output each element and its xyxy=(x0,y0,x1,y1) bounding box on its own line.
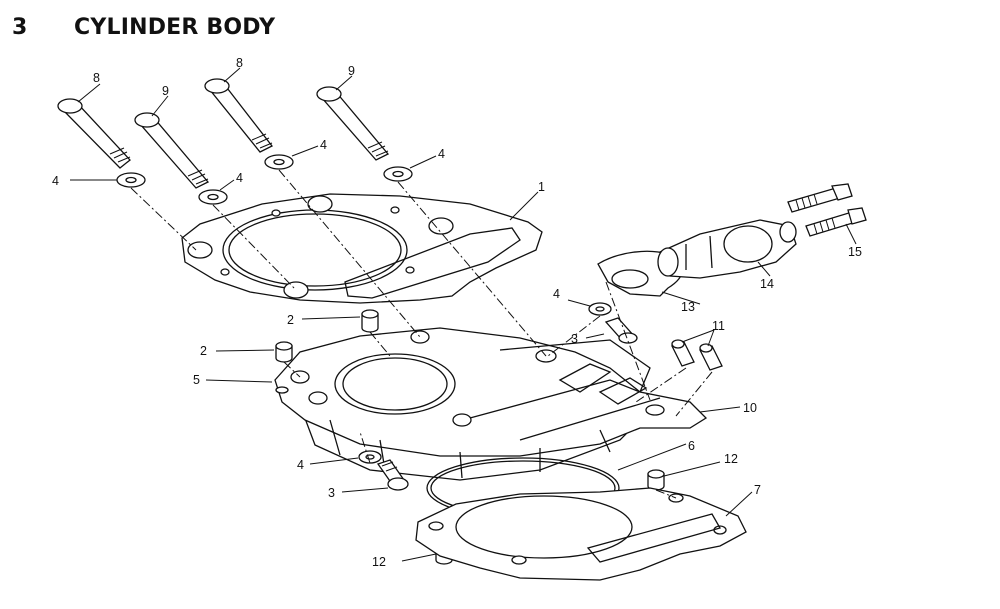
callout-9b: 9 xyxy=(348,64,355,78)
leader-lines xyxy=(70,67,857,562)
callout-4b: 4 xyxy=(236,171,243,185)
callout-3b: 3 xyxy=(328,486,335,500)
bolt-11b xyxy=(699,343,723,371)
callout-11: 11 xyxy=(712,319,725,333)
dowel-2-left xyxy=(275,341,293,363)
bolt-11a xyxy=(671,339,695,367)
callout-2b: 2 xyxy=(200,344,207,358)
callout-8b: 8 xyxy=(236,56,243,70)
washers-upper xyxy=(116,154,413,205)
callout-1: 1 xyxy=(538,180,545,194)
callout-2a: 2 xyxy=(287,313,294,327)
head-gasket xyxy=(181,193,543,304)
page-header: 3 CYLINDER BODY xyxy=(12,10,275,44)
callout-8a: 8 xyxy=(93,71,100,85)
callout-15: 15 xyxy=(848,245,862,259)
callout-6: 6 xyxy=(688,439,695,453)
callout-7: 7 xyxy=(754,483,761,497)
base-gasket xyxy=(415,487,747,581)
dowel-12-right xyxy=(647,469,665,491)
dowel-2-top xyxy=(361,309,379,333)
callout-9a: 9 xyxy=(162,84,169,98)
callout-4e: 4 xyxy=(553,287,560,301)
assembly-lines xyxy=(130,169,713,499)
callout-4d: 4 xyxy=(438,147,445,161)
bolt-9-left xyxy=(134,112,210,189)
chain-tensioner xyxy=(657,219,797,279)
callout-13: 13 xyxy=(681,300,695,314)
callout-3a: 3 xyxy=(571,332,578,346)
bolt-3-top xyxy=(604,317,638,344)
callout-5: 5 xyxy=(193,373,200,387)
head-bolts xyxy=(57,78,390,189)
callout-labels: 8 9 8 9 4 4 4 4 1 2 2 5 4 3 4 3 6 12 7 1… xyxy=(52,56,862,569)
tensioner-bolts xyxy=(787,183,867,237)
callout-10: 10 xyxy=(743,401,757,415)
bolt-15-upper xyxy=(787,183,853,213)
callout-4c: 4 xyxy=(320,138,327,152)
bolt-8-right xyxy=(204,78,273,153)
section-number: 3 xyxy=(12,14,28,40)
bolt-15-lower xyxy=(805,207,867,237)
callout-4f: 4 xyxy=(297,458,304,472)
callout-14: 14 xyxy=(760,277,774,291)
bolt-9-right xyxy=(316,86,390,161)
cylinder-body xyxy=(274,327,708,481)
callout-4a: 4 xyxy=(52,174,59,188)
washers-lower xyxy=(275,302,612,464)
bolt-8-left xyxy=(57,98,131,169)
section-title: CYLINDER BODY xyxy=(74,14,276,40)
callout-12b: 12 xyxy=(372,555,386,569)
bolt-3-bottom xyxy=(376,459,409,491)
short-bolts xyxy=(376,317,723,491)
callout-12a: 12 xyxy=(724,452,738,466)
